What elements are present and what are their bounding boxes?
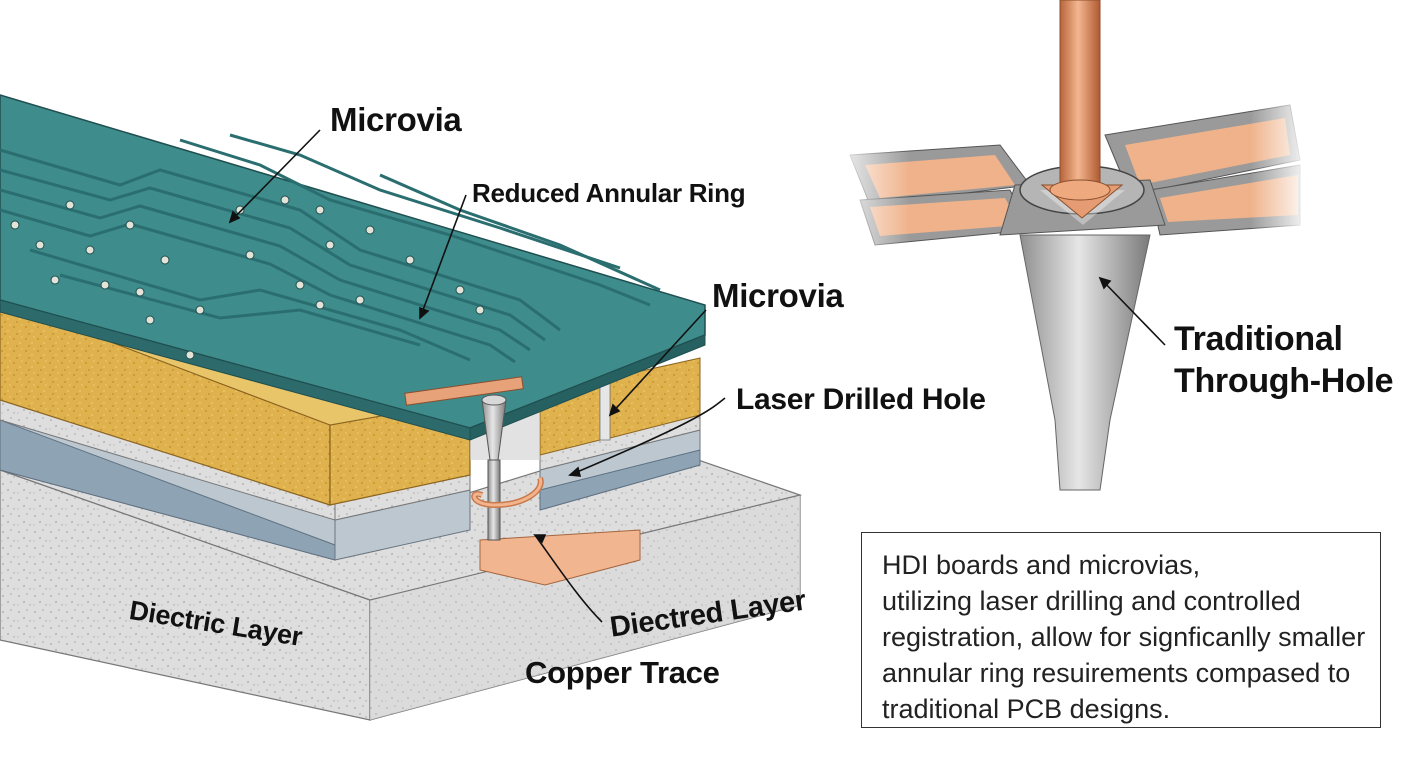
leader-lines	[228, 129, 1166, 623]
description-note: HDI boards and microvias, utilizing lase…	[861, 532, 1381, 728]
note-line-1: HDI boards and microvias,	[882, 550, 1201, 580]
note-line-5: traditional PCB designs.	[882, 694, 1171, 724]
leader-laser-drilled-hole	[569, 397, 726, 476]
leader-microvia-mid	[609, 309, 707, 416]
label-laser-drilled-hole: Laser Drilled Hole	[736, 383, 986, 416]
pcb-board	[0, 94, 706, 441]
small-microvia	[404, 376, 544, 541]
label-reduced-annular-ring: Reduced Annular Ring	[472, 178, 746, 208]
copper-pad	[479, 529, 641, 586]
label-microvia-top: Microvia	[330, 101, 462, 138]
label-through-hole: Through-Hole	[1174, 362, 1394, 400]
leader-traditional-through-hole	[1099, 277, 1166, 346]
label-traditional: Traditional	[1174, 320, 1343, 358]
leader-diectred-layer	[534, 534, 603, 623]
label-copper-trace: Copper Trace	[525, 655, 720, 690]
note-line-3: registration, allow for signficanlly sma…	[882, 622, 1366, 652]
leader-reduced-annular-ring	[419, 194, 467, 319]
pcb-traces	[0, 133, 661, 364]
pcb-via-dots	[10, 195, 485, 360]
note-line-2: utilizing laser drilling and controlled	[882, 586, 1301, 616]
label-microvia-mid: Microvia	[712, 277, 844, 314]
through-hole-illustration	[830, 0, 1310, 491]
note-line-4: annular ring resuirements compased to	[882, 658, 1351, 688]
leader-microvia-top	[229, 129, 321, 223]
